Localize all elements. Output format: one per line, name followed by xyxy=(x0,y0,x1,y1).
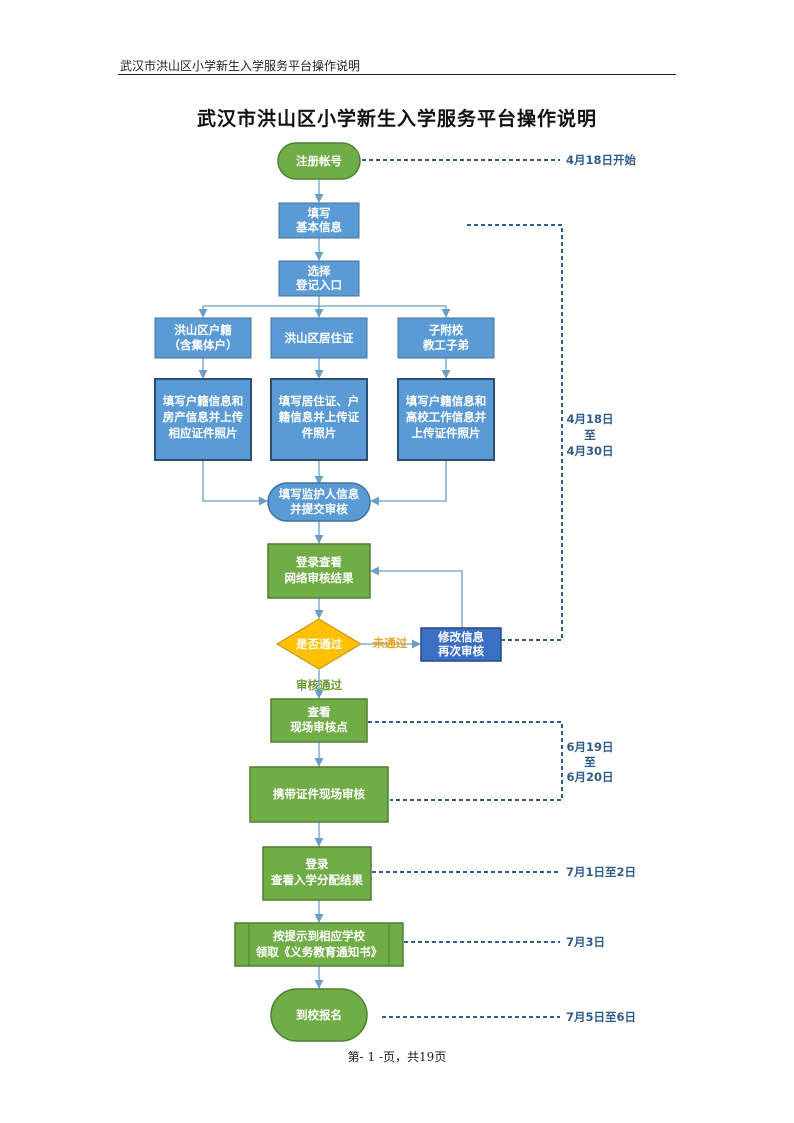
site-review-label: 携带证件现场审核 xyxy=(273,787,365,801)
register-node xyxy=(277,142,361,180)
document-title: 武汉市洪山区小学新生入学服务平台操作说明 xyxy=(196,108,597,130)
page-header: 武汉市洪山区小学新生入学服务平台操作说明 xyxy=(120,59,361,73)
fill-residence-label: 填写居住证、户籍信息并上传证件照片 xyxy=(278,394,360,440)
check-result-label: 登录查看网络审核结果 xyxy=(285,555,354,585)
page-footer: 第- 1 -页，共19页 xyxy=(347,1050,447,1064)
view-assignment-label: 登录查看入学分配结果 xyxy=(270,857,363,887)
fill-guardian-node xyxy=(267,482,371,522)
get-notice-label: 按提示到相应学校领取《义务教育通知书》 xyxy=(255,929,383,959)
decision-node xyxy=(276,618,362,670)
check-result-node xyxy=(267,543,371,599)
entry-hukou-label: 洪山区户籍（含集体户） xyxy=(169,323,238,352)
get-notice-node xyxy=(234,922,404,967)
modify-label: 修改信息再次审核 xyxy=(437,630,484,658)
date-start: 4月18日开始 xyxy=(566,153,637,167)
fill-residence-node xyxy=(270,378,368,461)
fill-basic-label: 填写基本信息 xyxy=(295,206,342,234)
date-notice: 7月3日 xyxy=(566,935,605,949)
fill-guardian-label: 填写监护人信息并提交审核 xyxy=(279,487,360,516)
view-site-label: 查看现场审核点 xyxy=(290,705,348,734)
entry-hukou-node xyxy=(154,317,252,359)
fill-hukou-label: 填写户籍信息和房产信息并上传相应证件照片 xyxy=(163,394,244,440)
register-label: 注册帐号 xyxy=(296,154,342,168)
header-rule xyxy=(118,74,676,75)
entry-residence-label: 洪山区居住证 xyxy=(285,331,354,345)
choose-entry-label: 选择登记入口 xyxy=(295,264,342,292)
decision-label: 是否通过 xyxy=(295,637,342,651)
fill-hukou-node xyxy=(154,378,252,461)
connector-lines xyxy=(198,180,463,989)
view-site-node xyxy=(270,698,368,743)
fill-affiliated-node xyxy=(397,378,495,461)
date-report: 7月5日至6日 xyxy=(566,1010,636,1024)
report-node xyxy=(270,988,368,1042)
choose-entry-node xyxy=(278,260,360,297)
fill-affiliated-label: 填写户籍信息和高校工作信息并上传证件照片 xyxy=(406,394,487,440)
entry-residence-node xyxy=(270,317,368,359)
report-label: 到校报名 xyxy=(296,1008,342,1022)
entry-affiliated-label: 子附校教工子弟 xyxy=(422,323,469,352)
site-review-node xyxy=(249,766,389,823)
passed-label: 审核通过 xyxy=(296,678,342,692)
date-assignment: 7月1日至2日 xyxy=(566,865,636,879)
fill-basic-node xyxy=(278,202,360,239)
modify-node xyxy=(420,627,502,662)
entry-affiliated-node xyxy=(397,317,495,359)
not-passed-label: 未通过 xyxy=(372,636,408,650)
date-connectors xyxy=(362,159,563,1018)
view-assignment-node xyxy=(262,846,372,901)
